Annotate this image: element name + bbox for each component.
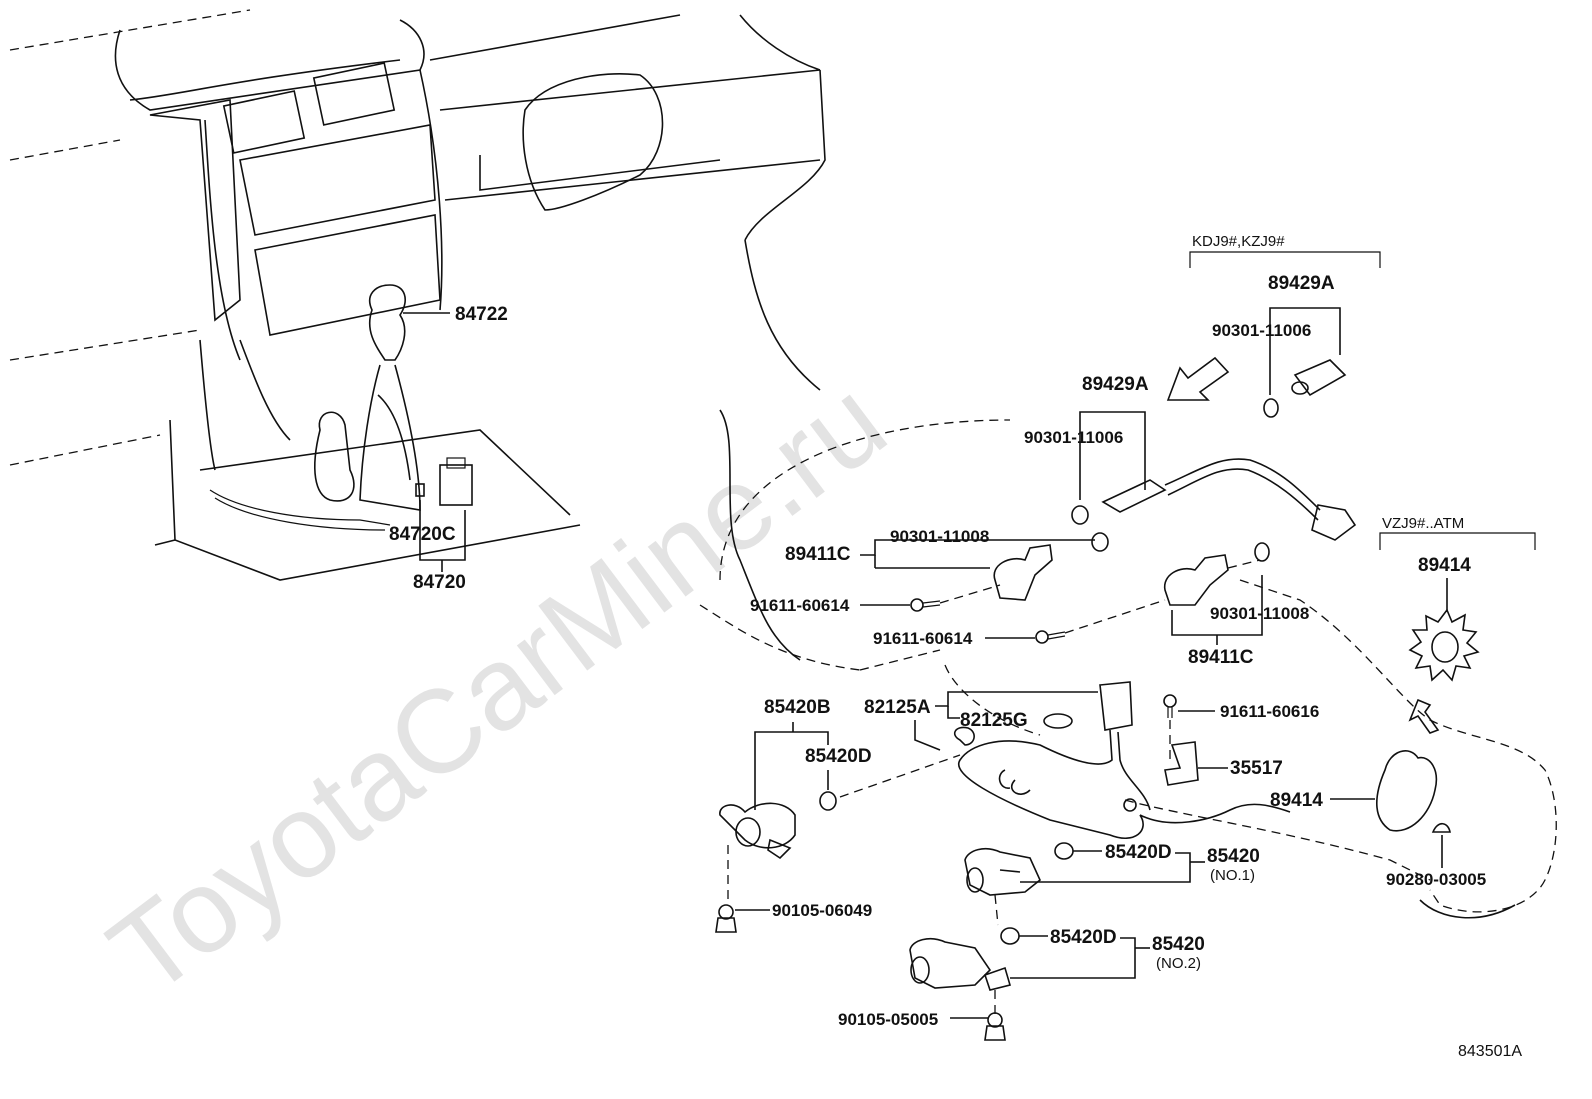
- dashboard-console-illustration: [9, 9, 826, 581]
- part-85420D-a[interactable]: 85420D: [805, 746, 872, 767]
- part-90105-06049[interactable]: 90105-06049: [772, 901, 872, 920]
- transmission-outline: [699, 409, 1557, 919]
- part-89411C-b[interactable]: 89411C: [1188, 647, 1254, 668]
- part-85420D-c[interactable]: 85420D: [1050, 927, 1117, 948]
- part-85420-no1[interactable]: 85420: [1207, 846, 1260, 867]
- part-82125A[interactable]: 82125A: [864, 697, 931, 718]
- part-89429A[interactable]: 89429A: [1082, 374, 1149, 395]
- part-91611-60614-a[interactable]: 91611-60614: [750, 596, 850, 615]
- part-89414-top[interactable]: 89414: [1418, 555, 1471, 576]
- part-91611-60614-b[interactable]: 91611-60614: [873, 629, 973, 648]
- part-85420B[interactable]: 85420B: [764, 697, 831, 718]
- part-84720[interactable]: 84720: [413, 572, 466, 593]
- part-90301-11006-top[interactable]: 90301-11006: [1212, 321, 1311, 340]
- group-kdj9-kzj9: KDJ9#,KZJ9#: [1192, 233, 1285, 250]
- part-90105-05005[interactable]: 90105-05005: [838, 1010, 938, 1029]
- part-35517[interactable]: 35517: [1230, 758, 1283, 779]
- part-85420-no2[interactable]: 85420: [1152, 934, 1205, 955]
- direction-arrow: [1166, 356, 1230, 401]
- part-89414[interactable]: 89414: [1270, 790, 1323, 811]
- label-no2: (NO.2): [1156, 955, 1201, 972]
- part-89429A-top[interactable]: 89429A: [1268, 273, 1335, 294]
- label-no1: (NO.1): [1210, 867, 1255, 884]
- part-89411C-a[interactable]: 89411C: [785, 544, 851, 565]
- part-84722[interactable]: 84722: [455, 304, 508, 325]
- group-vzj9-atm: VZJ9#..ATM: [1382, 515, 1464, 532]
- figure-code: 843501A: [1458, 1043, 1522, 1060]
- part-84720C[interactable]: 84720C: [389, 524, 456, 545]
- watermark: ToyotaCarMine.ru: [86, 355, 909, 1021]
- part-85420D-b[interactable]: 85420D: [1105, 842, 1172, 863]
- part-90280-03005[interactable]: 90280-03005: [1386, 870, 1486, 889]
- part-90301-11008-a[interactable]: 90301-11008: [890, 527, 989, 546]
- part-82125G[interactable]: 82125G: [960, 710, 1028, 731]
- part-90301-11008-b[interactable]: 90301-11008: [1210, 604, 1309, 623]
- part-90301-11006[interactable]: 90301-11006: [1024, 428, 1123, 447]
- part-91611-60616[interactable]: 91611-60616: [1220, 702, 1319, 721]
